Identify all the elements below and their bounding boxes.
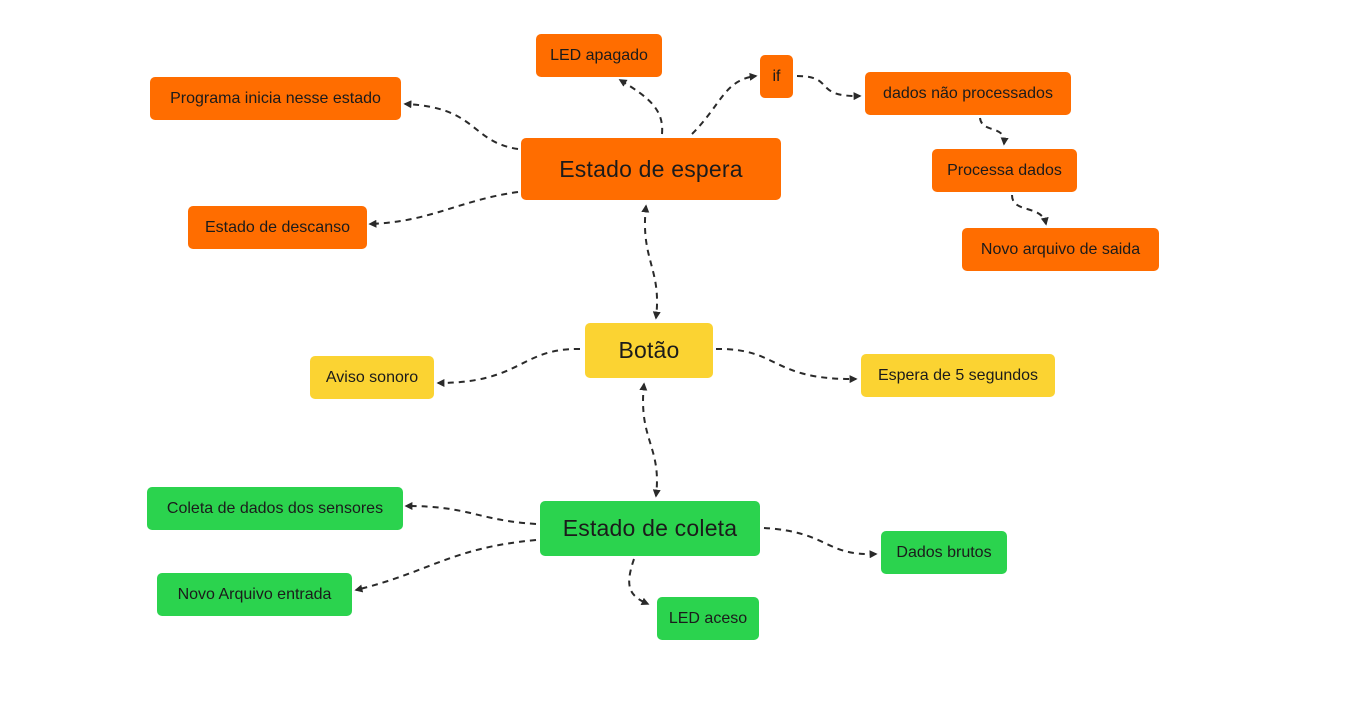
- node-if[interactable]: if: [760, 55, 793, 98]
- connector-espera-led-apagado: [618, 79, 664, 135]
- node-led-apagado[interactable]: LED apagado: [536, 34, 662, 77]
- connector-coleta-led-aceso: [628, 558, 650, 606]
- connector-coleta-novo-entrada: [354, 539, 537, 593]
- node-programa-inicia[interactable]: Programa inicia nesse estado: [150, 77, 401, 120]
- connector-espera-descanso: [368, 191, 519, 228]
- node-estado-de-descanso[interactable]: Estado de descanso: [188, 206, 367, 249]
- node-processa-dados[interactable]: Processa dados: [932, 149, 1077, 192]
- node-novo-arquivo-entrada[interactable]: Novo Arquivo entrada: [157, 573, 352, 616]
- node-aviso-sonoro[interactable]: Aviso sonoro: [310, 356, 434, 399]
- connector-botao-coleta: [639, 382, 661, 498]
- connector-coleta-sensores: [404, 502, 537, 525]
- connector-espera-botao: [641, 204, 661, 320]
- connector-coleta-dados-brutos: [763, 527, 878, 559]
- node-dados-brutos[interactable]: Dados brutos: [881, 531, 1007, 574]
- node-led-aceso[interactable]: LED aceso: [657, 597, 759, 640]
- connector-dados-processa: [979, 117, 1009, 146]
- connector-botao-espera5: [715, 347, 858, 384]
- node-estado-de-coleta[interactable]: Estado de coleta: [540, 501, 760, 556]
- connector-processa-novo-saida: [1011, 194, 1049, 226]
- node-espera-de-5-segundos[interactable]: Espera de 5 segundos: [861, 354, 1055, 397]
- node-estado-de-espera[interactable]: Estado de espera: [521, 138, 781, 200]
- connector-espera-if: [691, 72, 758, 135]
- connector-espera-programa: [403, 100, 519, 150]
- node-novo-arquivo-de-saida[interactable]: Novo arquivo de saida: [962, 228, 1159, 271]
- node-dados-nao-processados[interactable]: dados não processados: [865, 72, 1071, 115]
- connector-botao-aviso: [436, 347, 581, 387]
- connector-if-dados: [796, 75, 862, 101]
- node-coleta-de-dados-dos-sensores[interactable]: Coleta de dados dos sensores: [147, 487, 403, 530]
- node-botao[interactable]: Botão: [585, 323, 713, 378]
